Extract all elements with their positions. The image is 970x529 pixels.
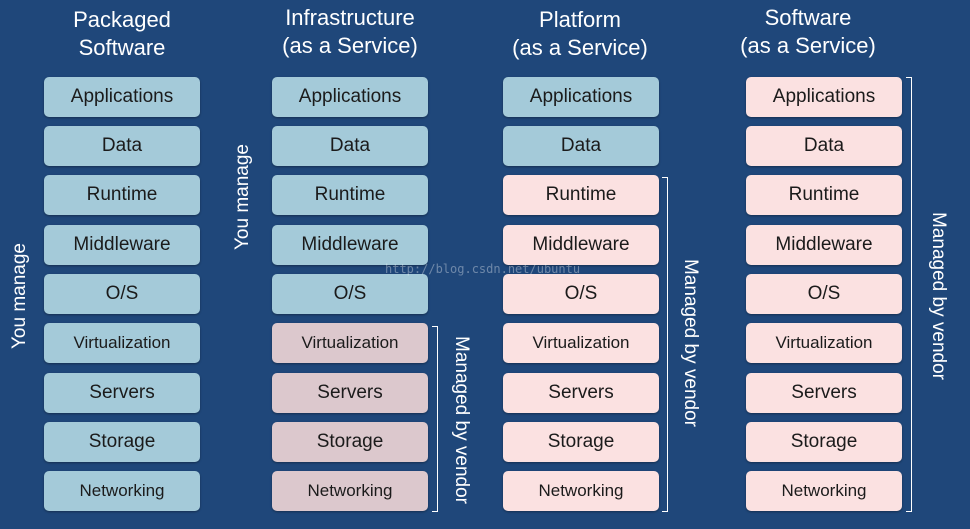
layer-virtualization: Virtualization bbox=[503, 323, 659, 363]
layer-runtime: Runtime bbox=[503, 175, 659, 215]
managed-by-vendor-label-iaas: Managed by vendor bbox=[451, 336, 472, 504]
heading-iaas: Infrastructure (as a Service) bbox=[260, 4, 440, 60]
heading-line-1: Infrastructure bbox=[285, 5, 415, 30]
layer-applications: Applications bbox=[746, 77, 902, 117]
layer-servers: Servers bbox=[272, 373, 428, 413]
layer-storage: Storage bbox=[503, 422, 659, 462]
layer-middleware: Middleware bbox=[44, 225, 200, 265]
layer-virtualization: Virtualization bbox=[44, 323, 200, 363]
managed-by-vendor-label-saas: Managed by vendor bbox=[928, 212, 949, 380]
watermark-text: http://blog.csdn.net/ubuntu bbox=[385, 262, 581, 276]
layer-networking: Networking bbox=[503, 471, 659, 511]
heading-line-2: (as a Service) bbox=[740, 33, 876, 58]
layer-networking: Networking bbox=[44, 471, 200, 511]
heading-line-1: Platform bbox=[539, 7, 621, 32]
heading-line-1: Software bbox=[764, 5, 852, 30]
layer-data: Data bbox=[503, 126, 659, 166]
layer-os: O/S bbox=[746, 274, 902, 314]
layer-storage: Storage bbox=[746, 422, 902, 462]
layer-runtime: Runtime bbox=[272, 175, 428, 215]
heading-line-2: (as a Service) bbox=[282, 33, 418, 58]
layer-os: O/S bbox=[272, 274, 428, 314]
layer-applications: Applications bbox=[503, 77, 659, 117]
layer-middleware: Middleware bbox=[746, 225, 902, 265]
vendor-bracket-paas bbox=[662, 177, 668, 512]
layer-data: Data bbox=[746, 126, 902, 166]
vendor-bracket-iaas bbox=[432, 326, 438, 512]
heading-packaged-software: Packaged Software bbox=[42, 6, 202, 62]
managed-by-vendor-label-paas: Managed by vendor bbox=[680, 259, 701, 427]
heading-line-2: Software bbox=[78, 35, 166, 60]
you-manage-label-packaged: You manage bbox=[9, 242, 30, 350]
layer-networking: Networking bbox=[272, 471, 428, 511]
layer-middleware: Middleware bbox=[503, 225, 659, 265]
layer-middleware: Middleware bbox=[272, 225, 428, 265]
layer-applications: Applications bbox=[272, 77, 428, 117]
layer-servers: Servers bbox=[503, 373, 659, 413]
heading-line-2: (as a Service) bbox=[512, 35, 648, 60]
heading-line-1: Packaged bbox=[73, 7, 171, 32]
you-manage-label-iaas: You manage bbox=[232, 143, 253, 251]
layer-os: O/S bbox=[44, 274, 200, 314]
layer-servers: Servers bbox=[44, 373, 200, 413]
layer-networking: Networking bbox=[746, 471, 902, 511]
vendor-bracket-saas bbox=[906, 77, 912, 512]
layer-virtualization: Virtualization bbox=[272, 323, 428, 363]
heading-paas: Platform (as a Service) bbox=[490, 6, 670, 62]
layer-applications: Applications bbox=[44, 77, 200, 117]
heading-saas: Software (as a Service) bbox=[718, 4, 898, 60]
layer-virtualization: Virtualization bbox=[746, 323, 902, 363]
layer-data: Data bbox=[272, 126, 428, 166]
layer-storage: Storage bbox=[44, 422, 200, 462]
layer-data: Data bbox=[44, 126, 200, 166]
layer-storage: Storage bbox=[272, 422, 428, 462]
layer-os: O/S bbox=[503, 274, 659, 314]
layer-runtime: Runtime bbox=[44, 175, 200, 215]
layer-runtime: Runtime bbox=[746, 175, 902, 215]
layer-servers: Servers bbox=[746, 373, 902, 413]
